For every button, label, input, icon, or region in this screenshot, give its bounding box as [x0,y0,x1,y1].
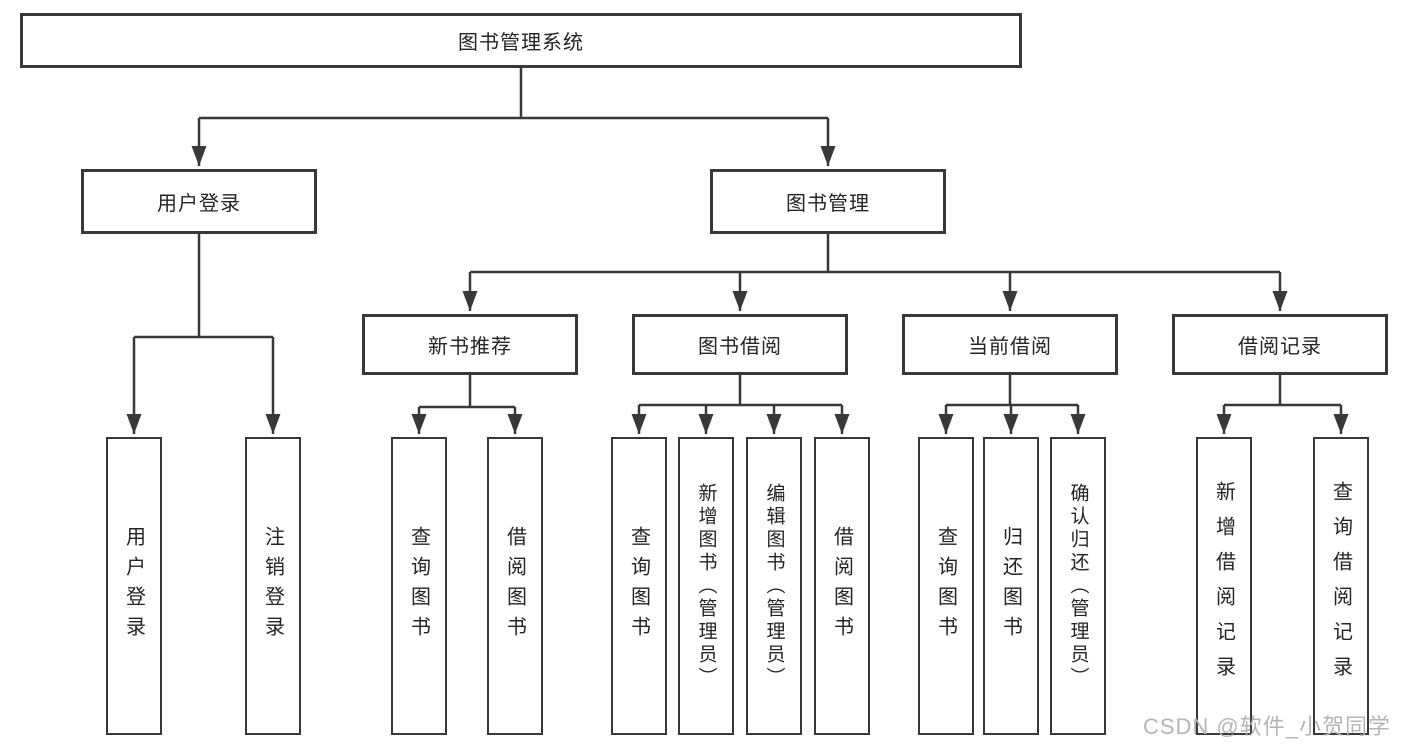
leaf-add-borrow-record: 新增借阅记录 [1196,437,1252,735]
node-book-borrow: 图书借阅 [632,314,848,375]
leaf-logout-login: 注销登录 [245,437,301,735]
leaf-edit-book-admin: 编辑图书（管理员） [746,437,802,735]
connector-user-login-trunk [134,234,273,339]
leaf-add-book-admin: 新增图书（管理员） [678,437,734,735]
node-user-login: 用户登录 [81,169,317,234]
connector-book-management-trunk [470,234,1280,274]
leaf-query-borrow-record: 查询借阅记录 [1313,437,1369,735]
connector-root-trunk [199,68,828,120]
leaf-confirm-return-admin: 确认归还（管理员） [1050,437,1106,735]
node-library-management-system: 图书管理系统 [20,13,1022,68]
node-current-borrow: 当前借阅 [902,314,1118,375]
leaf-borrow-query-book: 查询图书 [611,437,667,735]
leaf-return-book: 归还图书 [983,437,1039,735]
connector-borrow-record-trunk [1224,375,1341,407]
leaf-recommend-query-book: 查询图书 [391,437,447,735]
leaf-recommend-borrow-book: 借阅图书 [487,437,543,735]
leaf-borrow-book: 借阅图书 [814,437,870,735]
connector-new-book-trunk [419,375,515,409]
connector-current-borrow-trunk [946,375,1078,407]
leaf-user-login: 用户登录 [106,437,162,735]
node-new-book-recommend: 新书推荐 [362,314,578,375]
connector-book-borrow-trunk [639,375,842,407]
node-borrow-record: 借阅记录 [1172,314,1388,375]
node-book-management: 图书管理 [710,169,946,234]
csdn-watermark: CSDN @软件_小贺同学 [1142,714,1391,739]
leaf-current-query-book: 查询图书 [918,437,974,735]
